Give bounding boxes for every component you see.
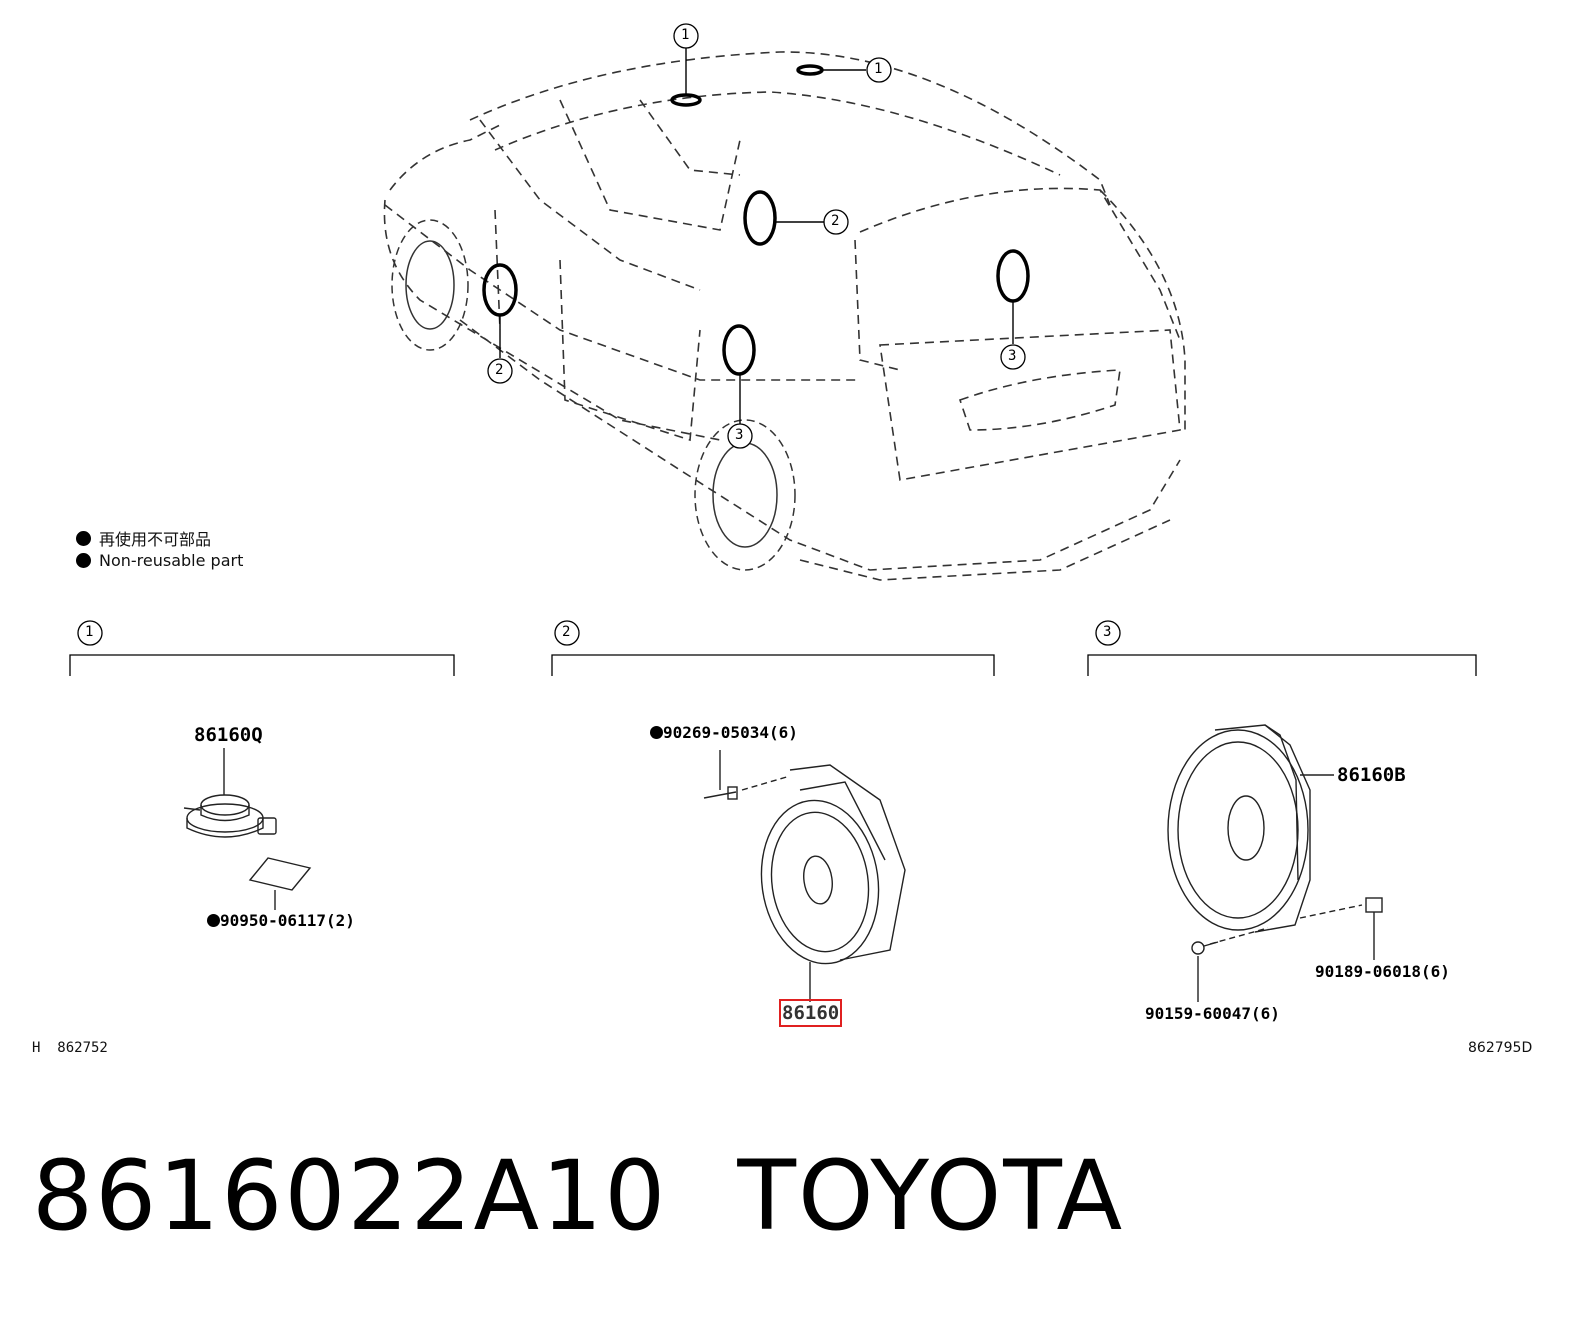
rear-speaker-drawing — [1167, 724, 1383, 1002]
diagram-code-right: 862795D — [1468, 1040, 1533, 1056]
part-label-tweeter[interactable]: 86160Q — [194, 724, 263, 746]
callout-one-right — [866, 57, 892, 83]
legend-row-japanese: 再使用不可部品 — [76, 526, 211, 550]
callout-label-three-side: 3 — [735, 427, 744, 443]
callout-label-one-top: 1 — [681, 27, 690, 43]
brand-name: TOYOTA — [737, 1140, 1125, 1252]
group-number-2: 2 — [562, 624, 571, 640]
part-number-text: 90269-05034(6) — [663, 723, 798, 742]
part-number-text: 90950-06117(2) — [220, 911, 355, 930]
group-number-3: 3 — [1103, 624, 1112, 640]
part-label-tweeter-pad[interactable]: 90950-06117(2) — [207, 911, 355, 930]
tweeter-drawing — [183, 748, 312, 910]
callout-two-right — [823, 209, 849, 235]
callout-label-one-right: 1 — [874, 61, 883, 77]
callout-leaders — [499, 48, 1014, 424]
legend-text-english: Non-reusable part — [99, 551, 244, 570]
part-number: 8616022A10 — [32, 1140, 668, 1252]
group-brackets — [69, 620, 1477, 676]
part-label-rear-bolt[interactable]: 90159-60047(6) — [1145, 1004, 1280, 1023]
non-reusable-marker-icon — [650, 726, 663, 739]
door-speaker-drawing — [703, 750, 906, 1002]
callout-one-top — [673, 23, 699, 49]
diagram-code-left: H 862752 — [32, 1040, 108, 1056]
non-reusable-marker-icon — [76, 553, 91, 568]
non-reusable-marker-icon — [207, 914, 220, 927]
speaker-locations — [482, 64, 1030, 376]
callout-two-left — [487, 358, 513, 384]
legend-row-english: Non-reusable part — [76, 551, 243, 570]
callout-circles — [487, 23, 1026, 449]
callout-label-two-left: 2 — [495, 362, 504, 378]
part-label-rear-speaker[interactable]: 86160B — [1337, 764, 1406, 786]
vehicle-wheels — [391, 219, 796, 571]
part-label-rear-nut[interactable]: 90189-06018(6) — [1315, 962, 1450, 981]
part-label-door-speaker-highlighted[interactable]: 86160 — [778, 999, 843, 1027]
part-label-door-screw[interactable]: 90269-05034(6) — [650, 723, 798, 742]
vehicle-illustration — [383, 51, 1186, 581]
callout-three-rear — [1000, 344, 1026, 370]
product-title: 8616022A10 TOYOTA — [32, 1140, 1124, 1252]
non-reusable-marker-icon — [76, 530, 91, 546]
callout-three-side — [727, 423, 753, 449]
group-number-1: 1 — [85, 624, 94, 640]
legend-text-japanese: 再使用不可部品 — [99, 530, 212, 549]
callout-label-three-rear: 3 — [1008, 348, 1017, 364]
callout-label-two-right: 2 — [831, 213, 840, 229]
